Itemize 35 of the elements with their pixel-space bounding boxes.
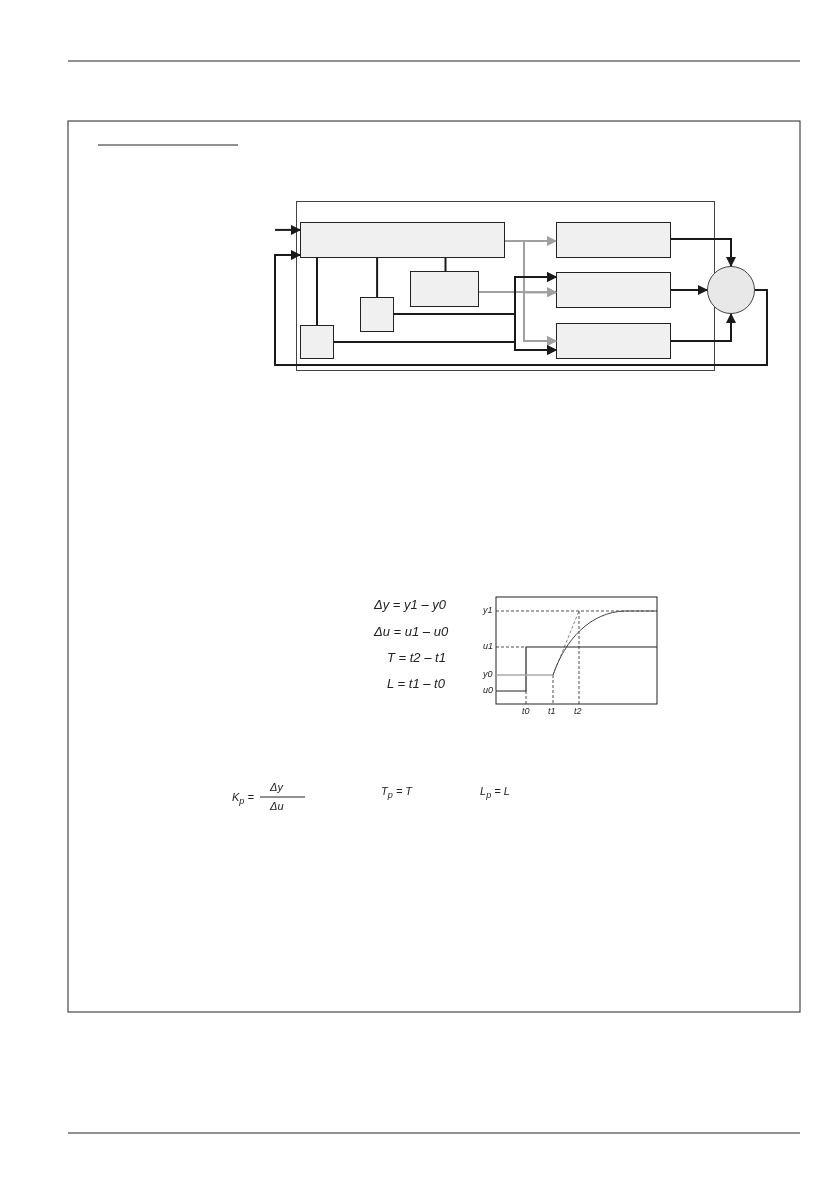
axis-label: y1	[483, 606, 493, 615]
axis-label: y0	[483, 670, 493, 679]
connector-line	[376, 257, 379, 298]
arrow	[670, 313, 736, 342]
block-box	[360, 297, 394, 332]
arrow	[670, 237, 736, 267]
arrow	[478, 290, 557, 346]
connector-line	[444, 257, 447, 272]
arrow	[333, 341, 557, 355]
formula: L$_{p}$ = L	[480, 786, 510, 801]
block-box	[300, 222, 505, 258]
formula: K$_{p}$ =	[232, 792, 254, 807]
block-box	[300, 325, 334, 359]
arrow	[274, 250, 768, 366]
axis-label: t1	[548, 707, 556, 716]
summing-circle	[707, 266, 755, 314]
axis-label: t2	[574, 707, 582, 716]
formula: Δy	[270, 782, 283, 793]
formula: L = t1 – t0	[387, 677, 445, 690]
formula: Δy = y1 – y0	[374, 598, 446, 611]
formula: T$_{p}$ = T	[381, 786, 413, 801]
connector-line	[316, 257, 318, 326]
block-box	[556, 222, 671, 258]
axis-label: t0	[522, 707, 530, 716]
block-box	[410, 271, 479, 307]
axis-label: u1	[483, 642, 493, 651]
block-box	[556, 323, 671, 359]
arrow	[274, 224, 301, 235]
formula: Δu	[270, 801, 284, 812]
axis-label: u0	[483, 686, 493, 695]
arrow	[670, 285, 708, 295]
block-box	[556, 272, 671, 308]
formula: T = t2 – t1	[387, 651, 446, 664]
formula: Δu = u1 – u0	[374, 625, 449, 638]
enclosure-box	[296, 201, 715, 371]
